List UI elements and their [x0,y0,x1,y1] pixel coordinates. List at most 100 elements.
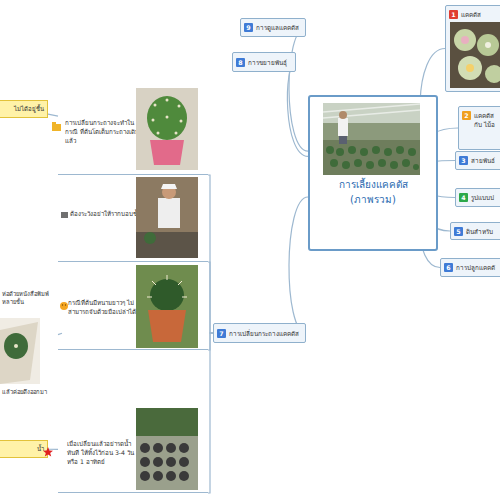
topic-text: น้ำ [37,444,44,453]
pots-photo-part-part [179,471,189,481]
pots-photo-part-part [153,471,163,481]
branch-line [48,449,58,450]
topic-number: 4 [459,193,468,202]
branch-line [208,262,213,333]
potted-cactus-photo-part [150,279,184,311]
potted-cactus-photo-part [147,275,187,297]
main-topic: 5ดินสำหรับ [450,222,500,240]
cactus-photo-part-part [152,119,155,122]
person-photo-part [161,184,177,189]
subtopic-item: การเปลี่ยนกระถางจะทำในกรณี ที่ต้นโตเต็มก… [58,88,208,175]
person-photo-part [136,232,198,258]
tool-icon [61,212,68,218]
topic-number: 3 [459,156,468,165]
pots-photo [136,408,198,490]
subtopic-item: เมื่อเปลี่ยนแล้วอย่ารดน้ำทันที ให้ทิ้งไว… [58,407,208,493]
pots-photo-part-part [166,443,176,453]
central-topic: การเลี้ยงแคคตัส (ภาพรวม) [308,95,438,251]
pots-photo-part [136,408,198,436]
topic-text: การขยายพันธุ์ [248,58,287,67]
smiley-icon-part [62,304,63,305]
topic-text: สายพันธ์ [471,156,495,165]
main-topic: 6การปลูกแคคตั [440,258,500,277]
cactus-photo-part-part [154,104,157,107]
subtopic-item: กรณีที่ต้นมีหนามยาวๆ ไม่สามารถจับด้วยมือ… [58,264,208,350]
pots-photo-part-part [179,443,189,453]
pots-photo-part-part [140,471,150,481]
folder-icon [52,122,61,131]
topic-number: 1 [449,10,458,19]
cactus-photo-part-part [166,99,169,102]
pots-photo-part-part [166,471,176,481]
folder-icon-part [52,124,61,131]
pots-photo-part-part [140,443,150,453]
main-topic: 3สายพันธ์ [455,151,500,170]
cactus-photo-part-part [157,132,160,135]
tool-icon-part [61,212,68,218]
topic-text: ต้องระวังอย่าให้รากบอบช้ำ [70,209,140,218]
topic-text: ห่อด้วยหนังสือพิมพ์หลายชั้น [2,290,62,306]
cactus-photo-part [136,88,198,170]
branch-line [48,114,58,116]
person-photo-part [158,198,180,228]
cactus-photo-part-part [166,116,169,119]
cactus-photo-part [152,99,183,135]
wrapped-cactus-photo-part [0,322,38,384]
topic-number: 7 [217,329,226,338]
folder-icon-part [52,122,56,125]
main-topic: 4รูปแบบป [455,188,500,207]
cactus-photo-part-part [175,132,178,135]
main-topic: 7การเปลี่ยนกระถางแคคตัส [213,323,306,343]
branch-line [289,28,308,152]
topic-text: แล้วค่อยดึงออกมา [2,388,62,396]
main-topic: 9การดูแลแคคตัส [240,18,306,37]
topic-text: การปลูกแคคตั [456,263,495,272]
potted-cactus-photo-part-part [147,275,187,297]
cactus-photo-part [147,96,187,140]
topic-text: กรณีที่ต้นมีหนามยาวๆ ไม่สามารถจับด้วยมือ… [68,298,140,316]
person-photo-part [162,185,176,199]
main-topic: 2แคคตัส กับ ไม้อ [458,106,500,150]
wrapped-cactus-photo-part [14,344,18,348]
callout-note: น้ำ [0,440,48,458]
wrapped-cactus-photo-part [0,318,40,384]
main-topic: 8การขยายพันธุ์ [232,52,296,72]
branch-line [58,333,62,334]
smiley-icon-part [60,302,68,310]
topic-text: รูปแบบป [471,193,494,202]
potted-cactus-photo-part [148,310,186,342]
pots-photo-part-part [153,457,163,467]
topic-number: 8 [236,58,245,67]
topic-text: แคคตัส กับ ไม้อ [474,111,499,129]
branch-line [287,62,308,156]
topic-text: การเลี้ยงแคคตัส (ภาพรวม) [332,177,414,207]
smiley-icon-part [65,304,66,305]
potted-cactus-photo-part [136,265,198,348]
topic-number: 9 [244,23,253,32]
branch-line [208,175,213,333]
topic-number: 2 [462,111,471,120]
topic-text: การดูแลแคคตัส [256,23,299,32]
potted-cactus-photo [136,265,198,348]
person-photo [136,177,198,258]
callout-note: ไม่ได้อยู่ชื้น [0,100,48,118]
pots-photo-part-part [179,457,189,467]
topic-text: แคคตัส [461,10,481,19]
subtopic-item: ต้องระวังอย่าให้รากบอบช้ำ [58,177,208,262]
topic-number: 5 [454,227,463,236]
topic-text: การเปลี่ยนกระถางจะทำในกรณี ที่ต้นโตเต็มก… [65,118,139,145]
person-photo-part [136,177,198,258]
topic-text: ไม่ได้อยู่ชื้น [14,104,44,113]
pots-photo-part-part [153,443,163,453]
topic-number: 6 [444,263,453,272]
smiley-icon [60,302,68,310]
main-topic: 1แคคตัส [445,5,500,92]
cactus-photo-part-part [180,120,183,123]
pots-photo-part [136,408,198,490]
topic-text: การเปลี่ยนกระถางแคคตัส [229,329,299,338]
wrapped-cactus-photo-part [4,333,28,359]
branch-line [289,197,308,333]
pots-photo-part-part [166,457,176,467]
photo-note: ห่อด้วยหนังสือพิมพ์หลายชั้นแล้วค่อยดึงออ… [0,288,62,402]
